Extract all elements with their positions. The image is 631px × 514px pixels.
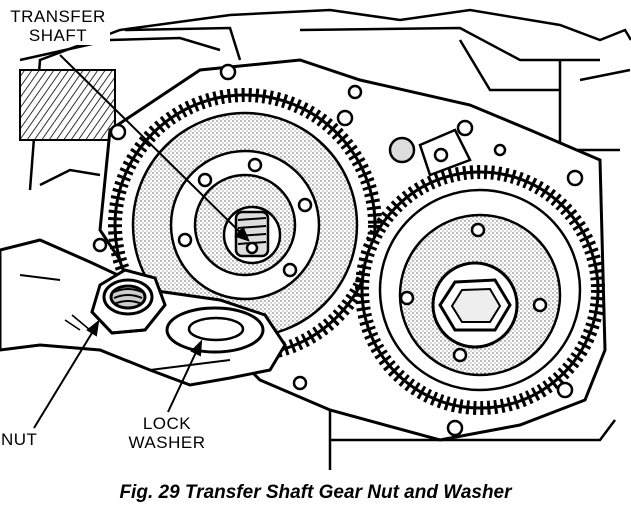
lock-washer-label-line2: WASHER	[128, 433, 206, 452]
leader-nut	[33, 327, 96, 429]
mainshaft-gear	[355, 165, 605, 415]
lower-housing	[328, 410, 616, 470]
leader-nut-arrow	[86, 319, 100, 337]
leader-transfer-shaft	[59, 54, 249, 241]
transfer-shaft-label-line2: SHAFT	[28, 26, 88, 45]
lock-washer	[165, 306, 265, 354]
cover-detail	[418, 128, 472, 177]
transfer-shaft-label-line1: TRANSFER	[10, 7, 106, 26]
engine-block-background	[19, 8, 631, 191]
transfer-shaft-stub	[222, 205, 282, 265]
cover-bolts	[92, 63, 584, 437]
leader-lines	[33, 54, 250, 429]
leader-lock-washer	[167, 347, 199, 413]
lock-washer-label-line1: LOCK	[142, 414, 192, 433]
leader-transfer-shaft-arrow	[234, 226, 250, 242]
nut	[90, 268, 167, 335]
leader-lock-washer-arrow	[190, 339, 203, 357]
transfer-shaft-label: TRANSFER SHAFT	[6, 7, 110, 45]
nut-label: NUT	[1, 430, 53, 449]
lock-washer-label: LOCK WASHER	[112, 414, 222, 452]
figure-caption: Fig. 29 Transfer Shaft Gear Nut and Wash…	[119, 482, 512, 503]
